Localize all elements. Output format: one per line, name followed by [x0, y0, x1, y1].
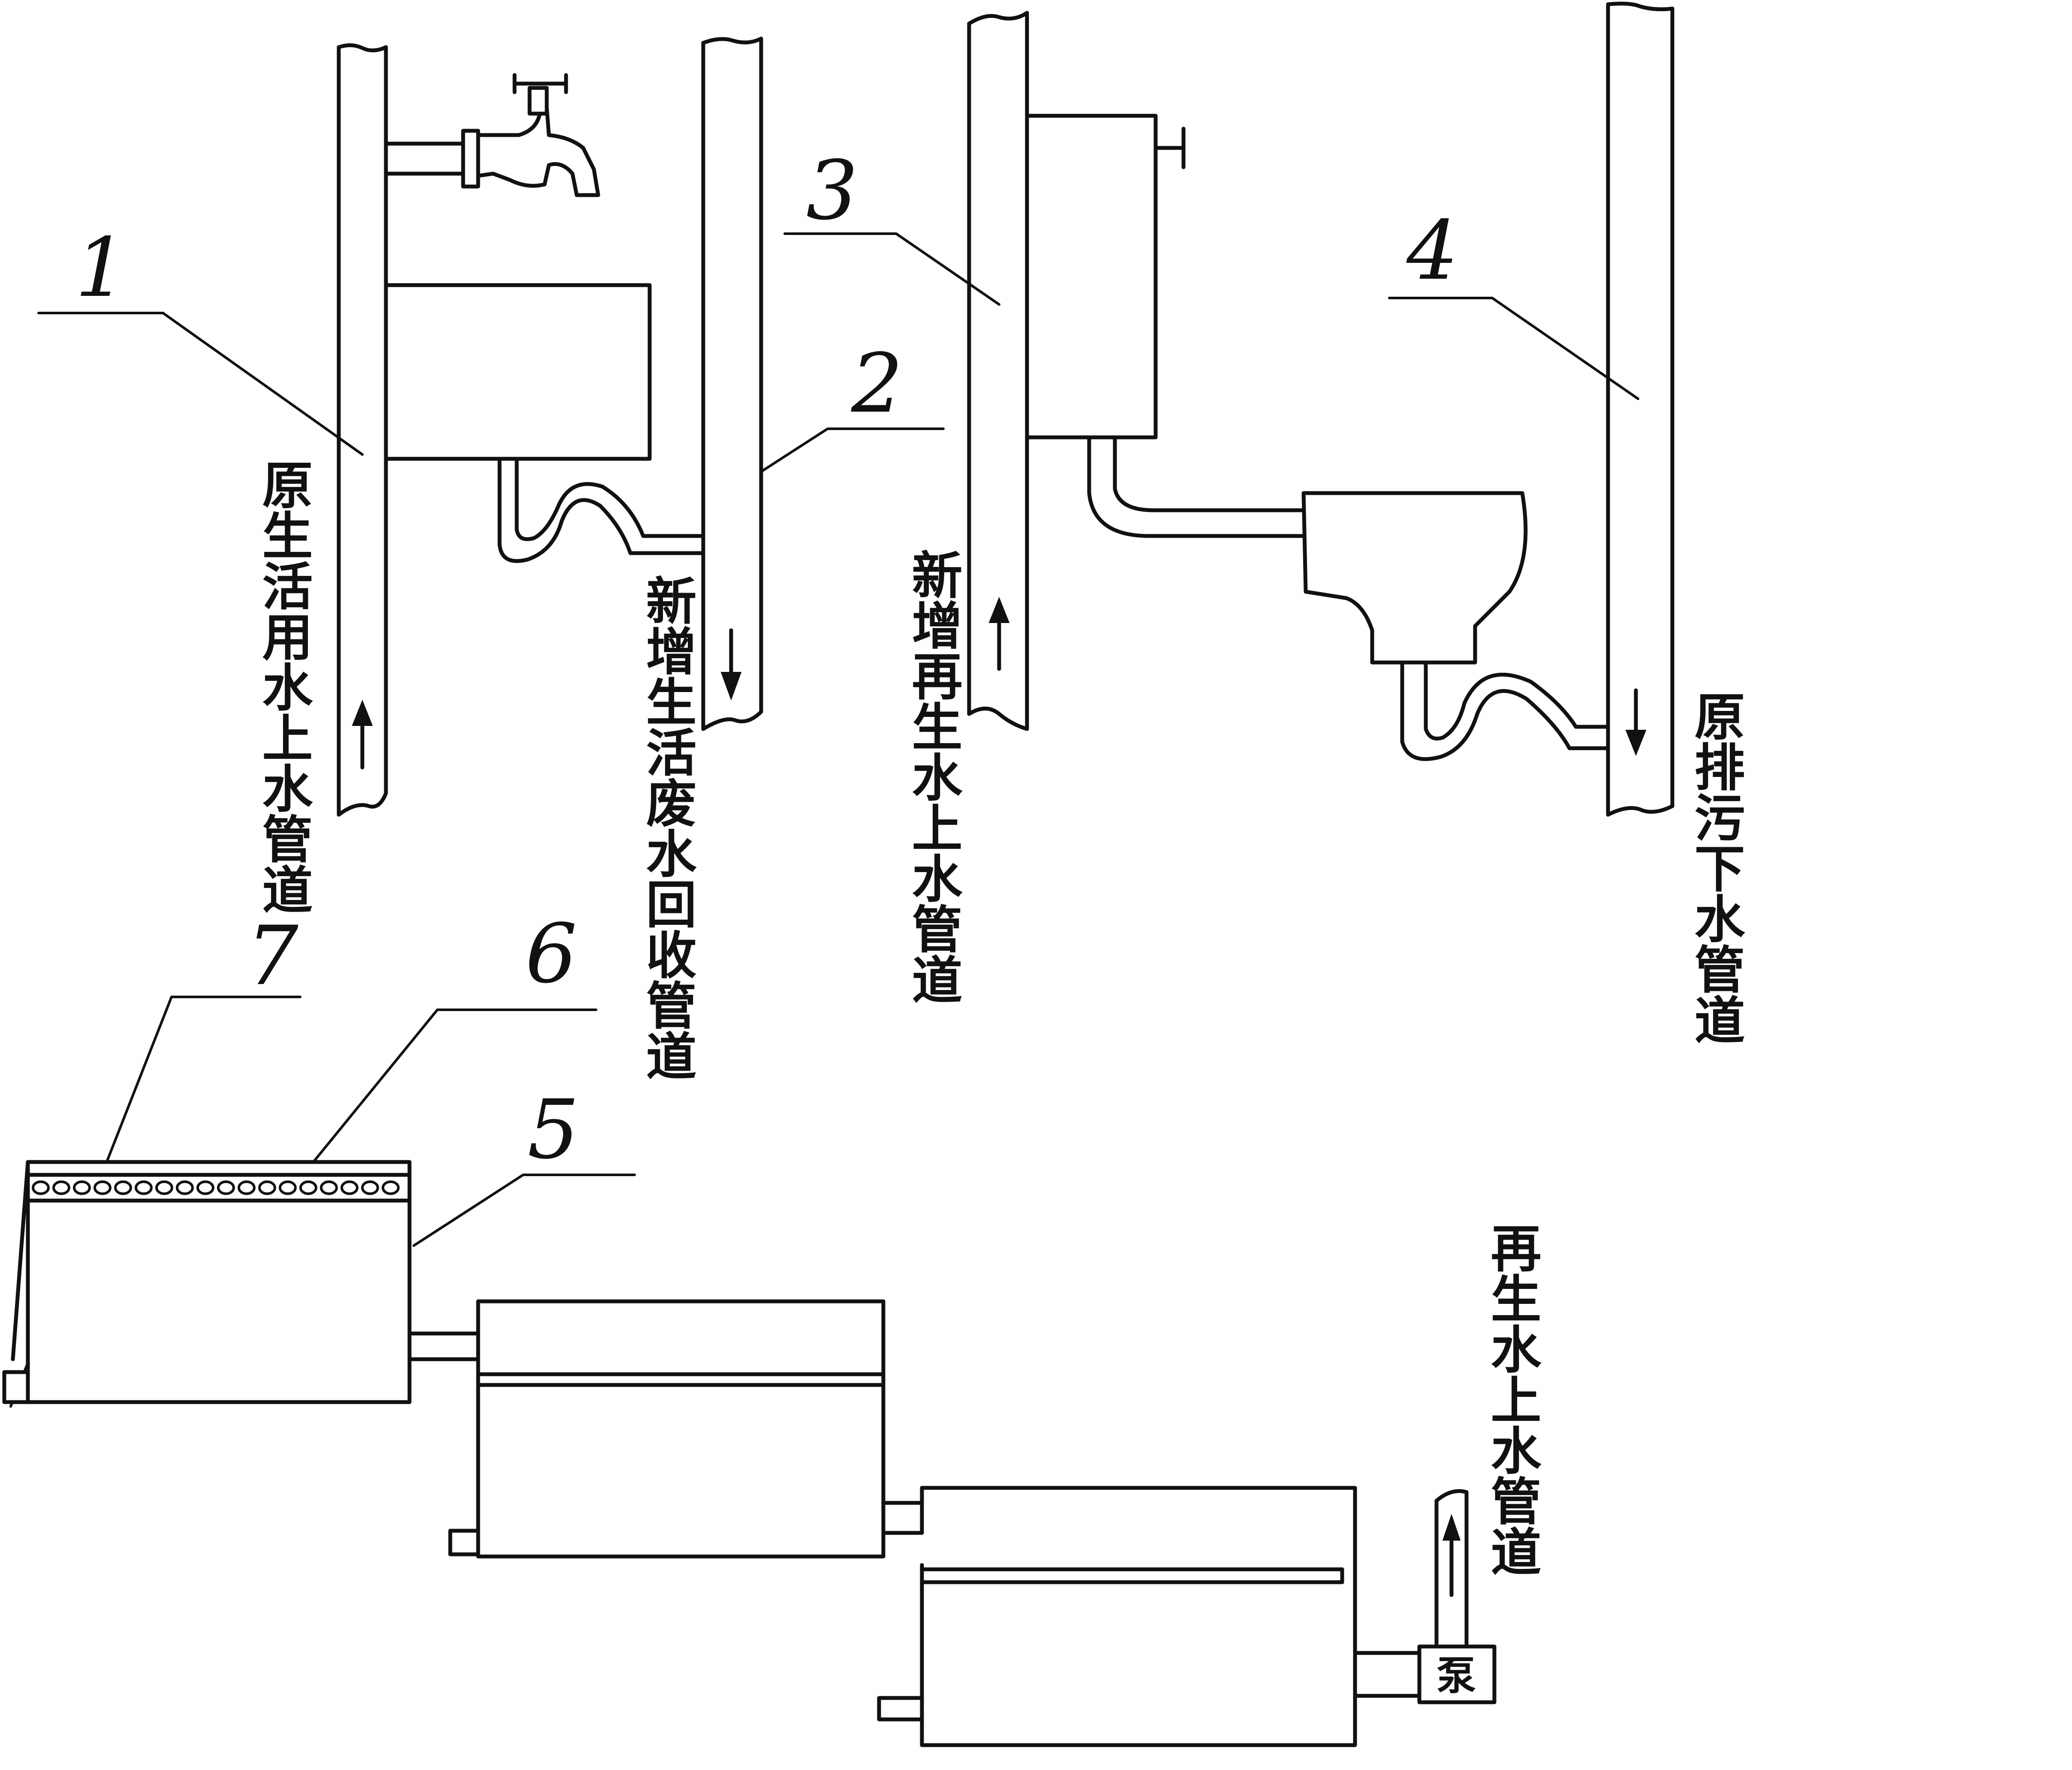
- callout-1: 1: [37, 220, 364, 456]
- filter-bead: [52, 1180, 70, 1195]
- wastewater-recovery-pipe: [701, 36, 763, 731]
- filter-bead: [93, 1180, 111, 1195]
- tank-1: [2, 1160, 412, 1404]
- toilet-bowl: [1301, 491, 1528, 665]
- label-reclaimed-supply-new: 新增再生水上水管道: [903, 549, 962, 1004]
- svg-text:2: 2: [851, 336, 903, 431]
- filter-bead: [32, 1180, 50, 1195]
- filter-bead: [238, 1180, 256, 1195]
- pump-box: 泵: [1417, 1644, 1497, 1704]
- reclaimed-supply-pipe-new: [967, 11, 1029, 731]
- connector-pipe: [407, 1331, 480, 1361]
- pump-label: 泵: [1437, 1653, 1476, 1699]
- filter-bead: [361, 1180, 379, 1195]
- svg-text:7: 7: [247, 909, 298, 1003]
- filter-bead: [155, 1180, 173, 1195]
- filter-bead: [196, 1180, 214, 1195]
- flow-down-arrow: [720, 628, 742, 701]
- callout-5: 5: [413, 1082, 636, 1247]
- label-domestic-supply: 原生活用水上水管道: [253, 459, 313, 914]
- label-wastewater-recovery: 新增生活废水回收管道: [637, 575, 696, 1081]
- svg-text:6: 6: [525, 906, 577, 1001]
- sink-drain-trap: [497, 457, 705, 563]
- sewage-drain-pipe: [1606, 1, 1674, 817]
- filter-bead: [258, 1180, 276, 1195]
- svg-text:3: 3: [806, 143, 858, 238]
- flow-up-arrow: [988, 596, 1010, 671]
- filter-bead: [114, 1180, 132, 1195]
- svg-text:4: 4: [1406, 203, 1458, 298]
- callout-6: 6: [295, 906, 597, 1185]
- reclaimed-outlet-pipe: [1434, 1489, 1469, 1649]
- sink-basin: [384, 283, 652, 461]
- filter-bead: [320, 1180, 338, 1195]
- flow-up-arrow: [352, 699, 373, 770]
- label-sewage-drain: 原排污下水管道: [1686, 690, 1745, 1045]
- flush-pipe: [1087, 435, 1306, 538]
- filter-bead: [217, 1180, 235, 1195]
- pump-pipe: [1353, 1651, 1421, 1698]
- toilet-cistern: [1025, 114, 1186, 439]
- filter-layer: [32, 1180, 400, 1195]
- callout-2: 2: [760, 336, 945, 473]
- filter-bead: [279, 1180, 297, 1195]
- filter-bead: [176, 1180, 194, 1195]
- filter-bead: [73, 1180, 91, 1195]
- faucet-icon: [384, 73, 600, 197]
- toilet-drain-trap: [1400, 660, 1610, 761]
- domestic-supply-pipe: [337, 43, 388, 817]
- flow-down-arrow: [1625, 688, 1647, 756]
- callout-3: 3: [783, 143, 1000, 306]
- filter-bead: [340, 1180, 358, 1195]
- filter-bead: [135, 1180, 153, 1195]
- tank-2: [448, 1299, 885, 1559]
- filter-bead: [382, 1180, 400, 1195]
- svg-text:1: 1: [75, 220, 127, 315]
- filter-bead: [299, 1180, 317, 1195]
- svg-text:5: 5: [527, 1082, 579, 1177]
- label-reclaimed-supply: 再生水上水管道: [1482, 1222, 1541, 1576]
- tank-3: [877, 1486, 1357, 1747]
- callout-4: 4: [1388, 203, 1639, 400]
- connector-pipe: [881, 1501, 924, 1535]
